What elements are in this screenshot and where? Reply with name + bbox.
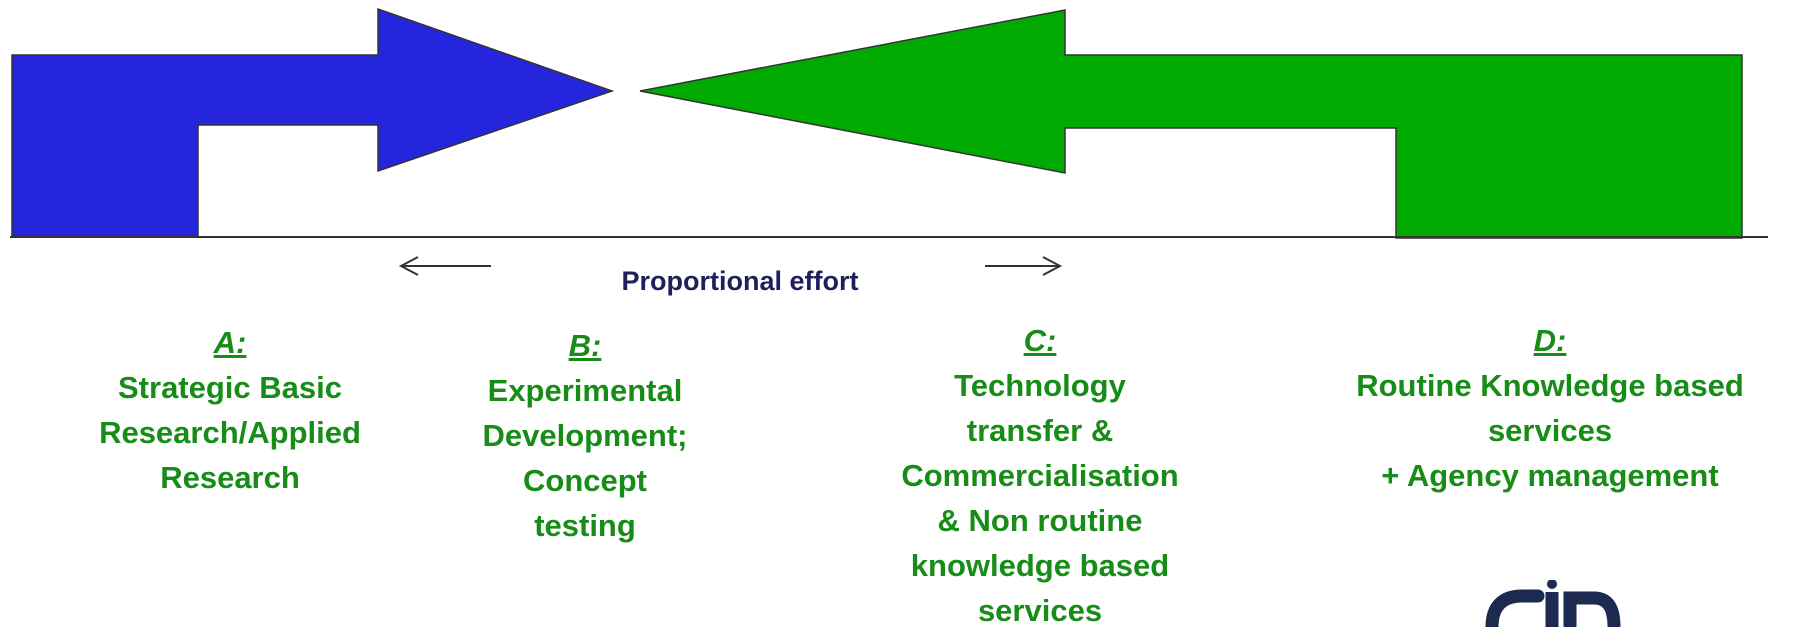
category-a-line: Research/Applied	[99, 415, 361, 450]
category-c-line: & Non routine	[937, 503, 1143, 538]
category-b: B: Experimental Development; Concept tes…	[420, 323, 750, 548]
category-d-line: Routine Knowledge based	[1356, 368, 1744, 403]
category-b-line: Concept	[523, 463, 647, 498]
left-pointer-arrow	[398, 256, 491, 276]
category-a: A: Strategic Basic Research/Applied Rese…	[40, 320, 420, 500]
proportional-effort-label: Proportional effort	[621, 266, 859, 296]
category-d: D: Routine Knowledge based services + Ag…	[1300, 318, 1800, 498]
category-a-line: Strategic Basic	[118, 370, 342, 405]
category-d-letter: D:	[1533, 323, 1567, 358]
green-arrow	[639, 9, 1743, 239]
category-c-line: Commercialisation	[901, 458, 1179, 493]
category-a-letter: A:	[213, 325, 247, 360]
organisation-logo	[1485, 580, 1621, 627]
category-c-line: services	[977, 593, 1103, 627]
category-c-letter: C:	[1023, 323, 1057, 358]
category-d-line: services	[1487, 413, 1613, 448]
category-b-letter: B:	[568, 328, 602, 363]
blue-arrow	[11, 7, 615, 237]
category-b-line: Experimental	[487, 373, 683, 408]
category-b-line: testing	[534, 508, 636, 543]
category-c: C: Technology transfer & Commercialisati…	[835, 318, 1245, 627]
category-c-line: transfer &	[966, 413, 1114, 448]
right-pointer-arrow	[985, 256, 1063, 276]
category-a-line: Research	[160, 460, 300, 495]
category-b-line: Development;	[482, 418, 688, 453]
category-c-line: Technology	[954, 368, 1126, 403]
category-d-line: + Agency management	[1381, 458, 1719, 493]
category-c-line: knowledge based	[910, 548, 1170, 583]
